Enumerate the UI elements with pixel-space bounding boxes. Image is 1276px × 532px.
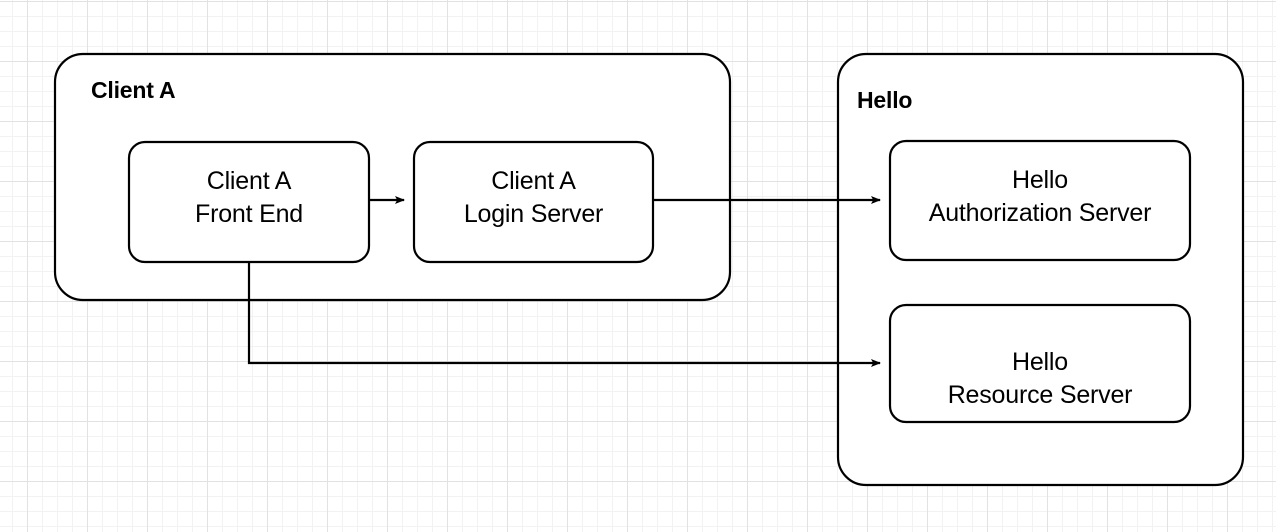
node-box-client-a-login-server[interactable]	[412, 140, 655, 264]
node-box-hello-authorization-server[interactable]	[888, 139, 1192, 262]
group-title-client-a: Client A	[91, 77, 176, 103]
node-label-client-a-front-end: Client A Front End	[195, 167, 303, 228]
node-box-hello-resource-server[interactable]	[888, 303, 1192, 424]
node-label-hello-authorization-server: Hello Authorization Server	[928, 166, 1152, 227]
group-title-hello: Hello	[857, 87, 913, 113]
node-label-client-a-login-server: Client A Login Server	[463, 167, 604, 228]
node-label-hello-resource-server: Hello Resource Server	[947, 348, 1133, 409]
connector-front-end-to-resource-server[interactable]	[247, 262, 881, 367]
